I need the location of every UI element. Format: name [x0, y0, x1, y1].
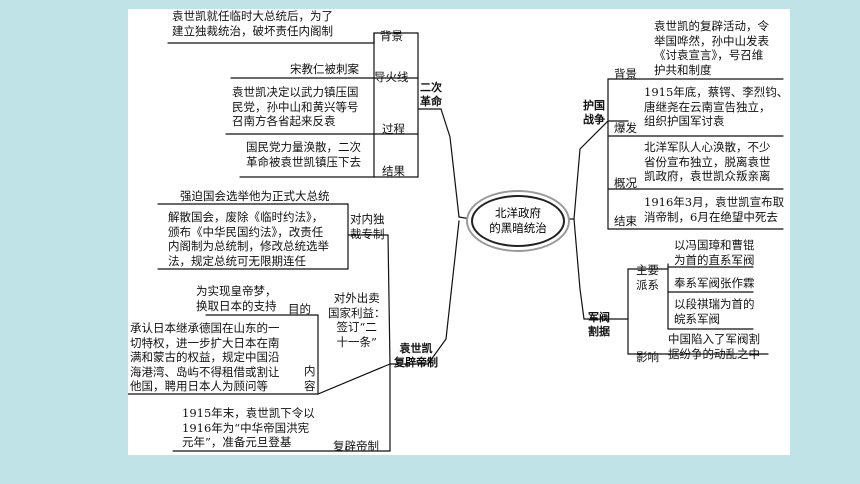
content-label: 内 容: [304, 364, 316, 393]
purpose-label: 目的: [288, 302, 311, 316]
connector-lines: [128, 32, 784, 452]
restore-monarchy-text: 1915年末，袁世凯下令以 1916年为“中华帝国洪宪 元年”，准备元旦登基: [182, 406, 315, 449]
purpose-text: 为实现皇帝梦， 换取日本的支持: [196, 284, 277, 313]
second-revolution-result-label: 结果: [382, 164, 405, 178]
domestic-item-2: 解散国会，废除《临时约法》， 颁布《中华民国约法》，改责任 内阁制为总统制，修改…: [168, 210, 329, 268]
faction-zhili: 以冯国璋和曹锟 为首的直系军阀: [674, 238, 755, 267]
foreign-betrayal-label: 对外出卖 国家利益： 签订“二 十一条”: [328, 291, 386, 349]
main-factions-label: 主要 派系: [636, 263, 659, 292]
central-topic-node: 北洋政府 的黑暗统治: [471, 195, 565, 247]
second-revolution-background-text: 袁世凯就任临时大总统后，为了 建立独裁统治，破坏责任内阁制: [172, 9, 333, 38]
second-revolution-process-text: 袁世凯决定以武力镇压国 民党，孙中山和黄兴等号 召南方各省起来反袁: [232, 85, 359, 128]
npw-background-label: 背景: [614, 67, 637, 81]
mind-map: 北洋政府 的黑暗统治 二次 革命 袁世凯就任临时大总统后，为了 建立独裁统治，破…: [128, 9, 790, 455]
central-topic-line1: 北洋政府: [495, 206, 541, 220]
npw-overview-text: 北洋军队人心涣散，不少 省份宣布独立，脱离袁世 凯政府，袁世凯众叛亲离: [644, 140, 771, 183]
domestic-item-1: 强迫国会选举他为正式大总统: [180, 189, 330, 203]
npw-end-label: 结束: [614, 214, 637, 228]
second-revolution-trigger-text: 宋教仁被刺案: [290, 62, 359, 76]
npw-background-text: 袁世凯的复辟活动，令 举国哗然，孙中山发表 《讨袁宣言》，号召维 护共和制度: [654, 19, 769, 77]
national-protection-war-node: 护国 战争: [583, 99, 605, 126]
npw-outbreak-label: 爆发: [614, 121, 637, 135]
impact-label: 影响: [636, 350, 659, 364]
warlord-separatism-node: 军阀 割据: [588, 311, 610, 338]
restore-monarchy-label: 复辟帝制: [333, 439, 379, 453]
impact-text: 中国陷入了军阀割 据纷争的动乱之中: [668, 332, 760, 361]
second-revolution-process-label: 过程: [382, 122, 405, 136]
npw-overview-label: 概况: [614, 176, 637, 190]
second-revolution-trigger-label: 导火线: [374, 70, 409, 84]
second-revolution-node: 二次 革命: [420, 81, 442, 108]
content-text: 承认日本继承德国在山东的一 切特权，进一步扩大日本在南 满和蒙古的权益，规定中国…: [130, 321, 280, 393]
central-topic-line2: 的黑暗统治: [489, 221, 547, 235]
yuan-restoration-node: 袁世凯 复辟帝制: [394, 342, 438, 369]
second-revolution-result-text: 国民党力量涣散，二次 革命被袁世凯镇压下去: [246, 140, 361, 169]
faction-fengtian: 奉系军阀张作霖: [674, 276, 755, 290]
npw-end-text: 1916年3月，袁世凯宣布取 消帝制，6月在绝望中死去: [644, 195, 785, 224]
domestic-autocracy-label: 对内独 裁专制: [350, 212, 385, 241]
npw-outbreak-text: 1915年底，蔡锷、李烈钧、 唐继尧在云南宣告独立， 组织护国军讨袁: [644, 85, 789, 128]
faction-anhui: 以段祺瑞为首的 皖系军阀: [674, 297, 755, 326]
second-revolution-background-label: 背景: [380, 29, 403, 43]
